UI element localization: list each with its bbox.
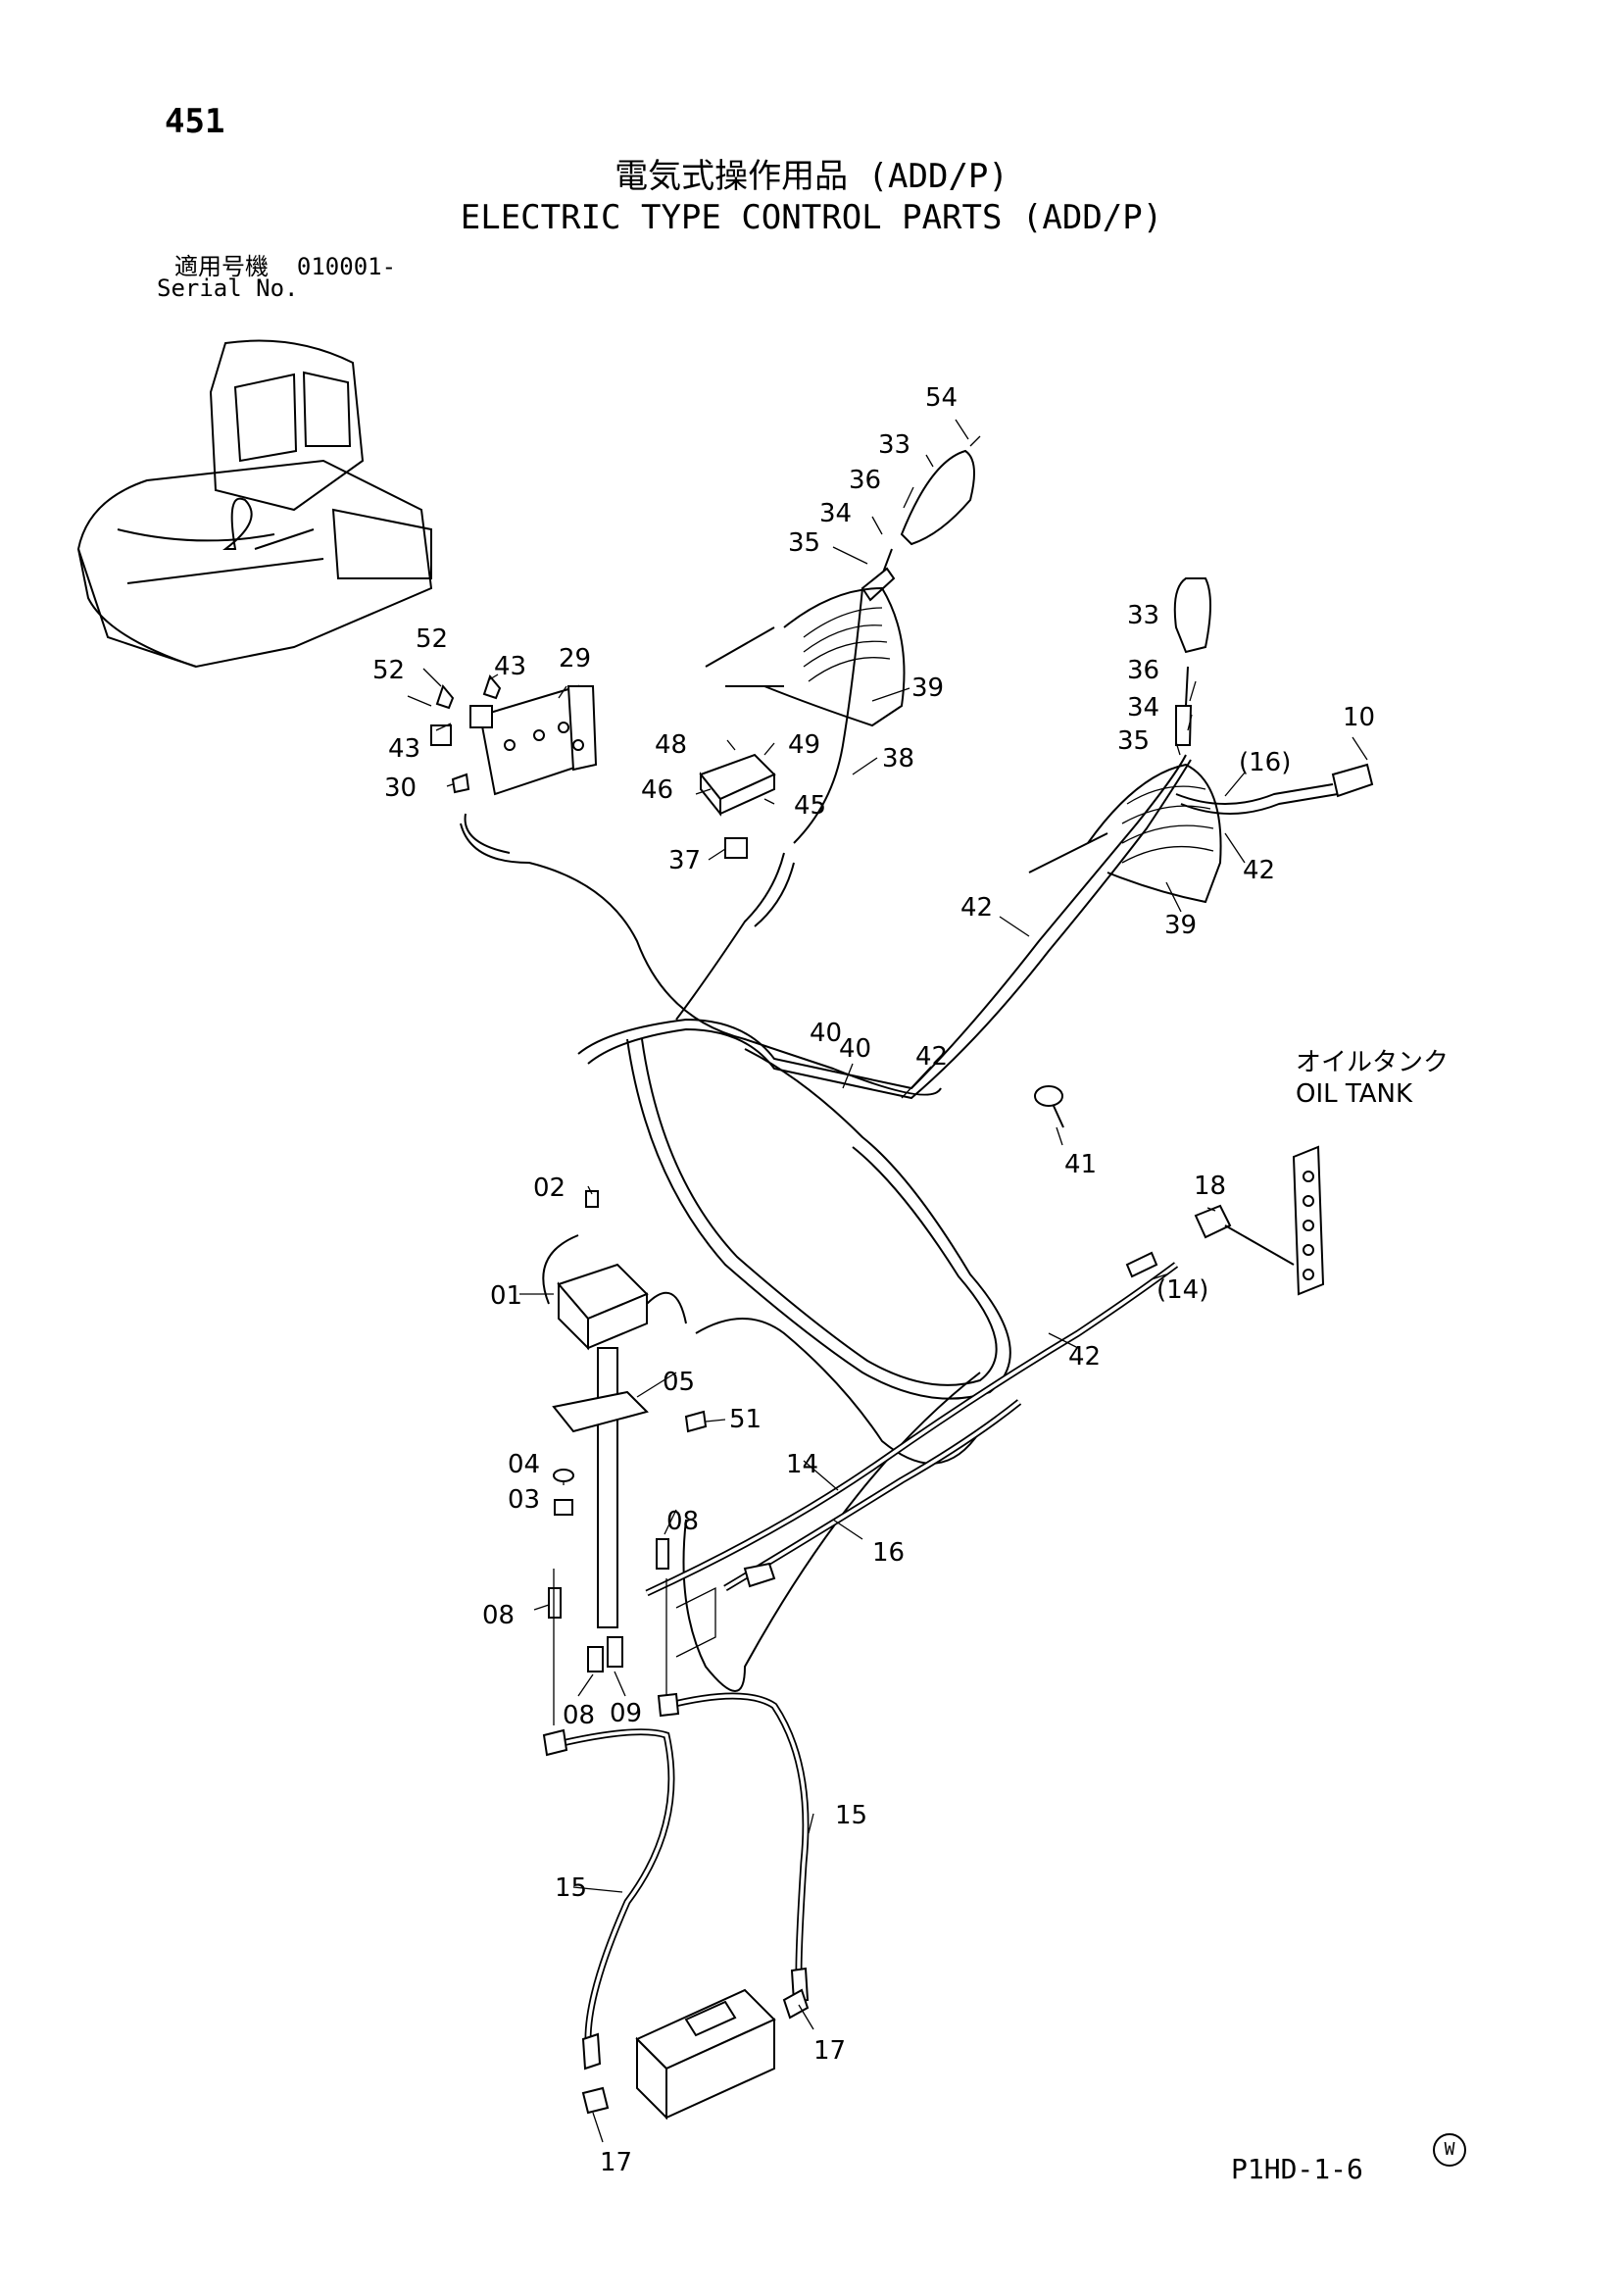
joystick-left [705, 435, 981, 727]
callout-43: 43 [494, 652, 526, 681]
callout-35: 35 [788, 528, 820, 558]
serial-value: 010001- [296, 253, 397, 280]
title-english: ELECTRIC TYPE CONTROL PARTS (ADD/P) [460, 198, 1163, 237]
callout-01: 01 [490, 1281, 522, 1311]
callout-51: 51 [729, 1405, 762, 1434]
callout-33: 33 [1127, 601, 1159, 630]
callout-36: 36 [1127, 656, 1159, 685]
callout-46: 46 [641, 775, 673, 805]
callout-34: 34 [819, 499, 852, 528]
callout-16-ref: (16) [1239, 748, 1291, 777]
serial-applicability: 適用号機 010001- [174, 247, 396, 281]
callout-42: 42 [960, 893, 993, 923]
oil-tank-label-jp: オイルタンク [1296, 1048, 1449, 1077]
callout-42: 42 [915, 1042, 948, 1072]
callout-18: 18 [1194, 1172, 1226, 1201]
callout-08: 08 [482, 1601, 515, 1630]
callout-17: 17 [813, 2036, 846, 2066]
callout-42: 42 [1068, 1342, 1101, 1372]
oil-tank-fitting [1194, 1145, 1325, 1296]
page-number: 451 [165, 102, 225, 141]
callout-54: 54 [925, 383, 958, 413]
callout-35: 35 [1117, 726, 1150, 756]
callout-10: 10 [1343, 703, 1375, 732]
callout-40: 40 [839, 1034, 871, 1064]
callout-48: 48 [655, 730, 687, 760]
w-mark-symbol: W [1433, 2133, 1466, 2167]
callout-49: 49 [788, 730, 820, 760]
callout-30: 30 [384, 774, 417, 803]
callout-14-ref: (14) [1156, 1275, 1208, 1305]
callout-04: 04 [508, 1450, 540, 1479]
callout-17: 17 [600, 2148, 632, 2177]
callout-45: 45 [794, 791, 826, 821]
callout-39: 39 [1164, 911, 1197, 940]
serial-label-en: Serial No. [157, 275, 299, 302]
leader-lines [407, 419, 1368, 2143]
controller-unit-46 [699, 753, 776, 859]
callout-34: 34 [1127, 693, 1159, 723]
clamp-41 [1034, 1085, 1064, 1128]
callout-40: 40 [810, 1019, 842, 1048]
control-valve-block [581, 1988, 810, 2121]
mounting-bracket-29 [430, 674, 598, 796]
callout-39: 39 [911, 674, 944, 703]
serial-label-jp: 適用号機 [174, 253, 269, 280]
callout-05: 05 [663, 1368, 695, 1397]
callout-41: 41 [1064, 1150, 1097, 1179]
oil-tank-label-en: OIL TANK [1296, 1079, 1413, 1109]
callout-52: 52 [416, 624, 448, 654]
callout-08: 08 [563, 1701, 595, 1730]
pilot-hoses [645, 1251, 1179, 1597]
solenoid-valve-assembly [542, 1190, 716, 1725]
joystick-right [1028, 577, 1222, 904]
callout-08: 08 [666, 1507, 699, 1536]
document-code: P1HD-1-6 [1231, 2153, 1363, 2185]
excavator-overview-illustration [76, 339, 433, 669]
hoses-15 [542, 1692, 810, 2071]
callout-labels: 54 33 36 34 35 39 38 33 36 34 35 10 (16)… [372, 383, 1375, 2177]
callout-14: 14 [786, 1450, 818, 1479]
callout-09: 09 [610, 1699, 642, 1728]
callout-15: 15 [555, 1873, 587, 1903]
callout-42: 42 [1243, 856, 1275, 885]
callout-03: 03 [508, 1485, 540, 1515]
callout-29: 29 [559, 644, 591, 674]
callout-36: 36 [849, 466, 881, 495]
callout-33: 33 [878, 430, 910, 460]
callout-37: 37 [668, 846, 701, 875]
callout-52: 52 [372, 656, 405, 685]
callout-02: 02 [533, 1173, 566, 1203]
callout-38: 38 [882, 744, 914, 774]
title-japanese: 電気式操作用品 (ADD/P) [615, 157, 1008, 196]
callout-43: 43 [388, 734, 420, 764]
callout-15: 15 [835, 1801, 867, 1830]
callout-16: 16 [872, 1538, 905, 1568]
